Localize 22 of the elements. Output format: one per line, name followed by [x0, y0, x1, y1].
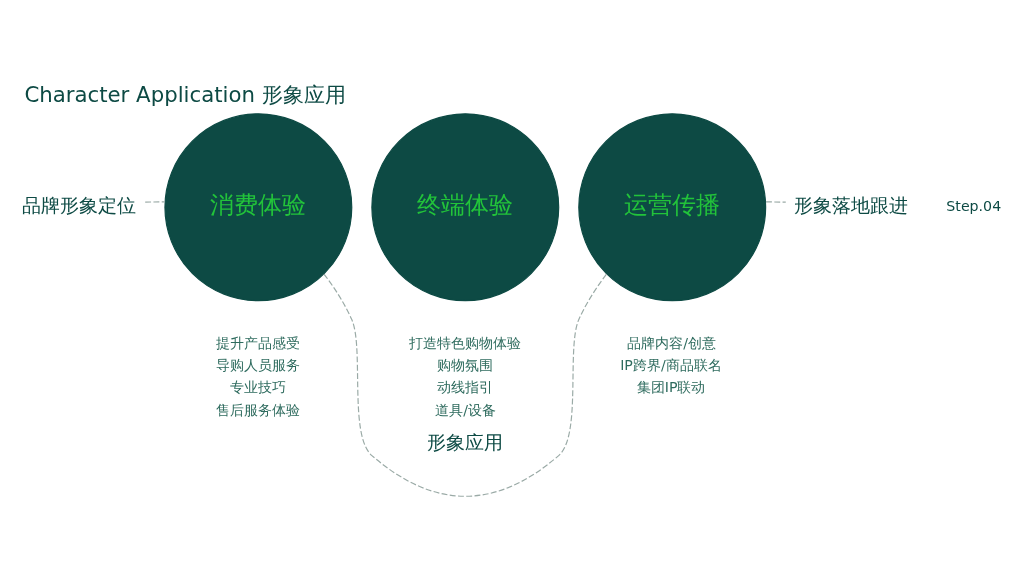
edge-label: 形象应用 — [427, 430, 504, 453]
node-label: 动线指引 — [436, 378, 493, 395]
connector — [323, 272, 608, 497]
node-label: 售后服务体验 — [215, 401, 300, 418]
node-circle: 消费体验 — [164, 112, 353, 301]
node-circle: 终端体验 — [371, 112, 560, 301]
node-label: 购物氛围 — [436, 356, 493, 373]
label: Step.04 — [946, 197, 1002, 214]
connector — [765, 200, 787, 203]
node-label: 打造特色购物体验 — [408, 334, 521, 350]
node-label: 集团IP联动 — [636, 378, 706, 395]
node-label: 品牌内容/创意 — [627, 334, 717, 350]
node-text: 品牌形象定位 — [22, 193, 137, 216]
node-label: 专业技巧 — [229, 378, 286, 395]
connector — [144, 200, 166, 203]
node-label: 导购人员服务 — [215, 356, 300, 373]
diagram-title: Character Application 形象应用 — [24, 81, 346, 107]
node-label: IP跨界/商品联名 — [620, 356, 722, 373]
node-label: 道具/设备 — [435, 401, 496, 418]
node-label: 提升产品感受 — [215, 334, 300, 350]
node-circle: 运营传播 — [578, 112, 767, 301]
node-text: 形象落地跟进 — [794, 193, 909, 216]
